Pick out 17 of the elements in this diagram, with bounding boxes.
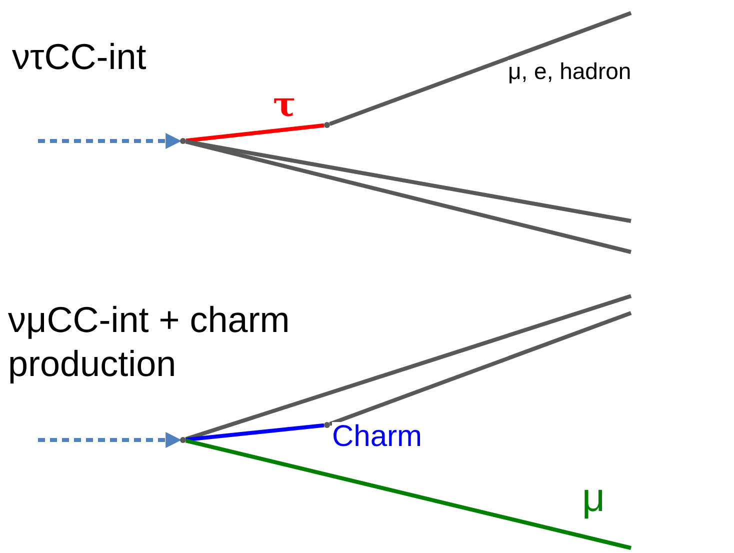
dashed-arrow <box>38 133 182 149</box>
particle-track <box>185 140 632 254</box>
vertex-point <box>180 138 186 144</box>
particle-track <box>185 438 632 550</box>
particle-track <box>185 294 632 441</box>
particle-track <box>186 423 324 442</box>
vertex-point <box>180 437 186 443</box>
interaction-label: νμCC-int + charm production <box>8 298 291 386</box>
particle-track <box>186 123 324 143</box>
particle-track <box>186 140 632 223</box>
edge-label: μ, e, hadron <box>508 60 632 83</box>
particle-track <box>329 311 632 426</box>
interaction-label: ντCC-int <box>12 35 148 79</box>
particle-track <box>329 11 632 126</box>
vertex-point <box>324 422 330 428</box>
vertex-point <box>324 122 330 128</box>
dashed-arrow <box>38 432 182 448</box>
